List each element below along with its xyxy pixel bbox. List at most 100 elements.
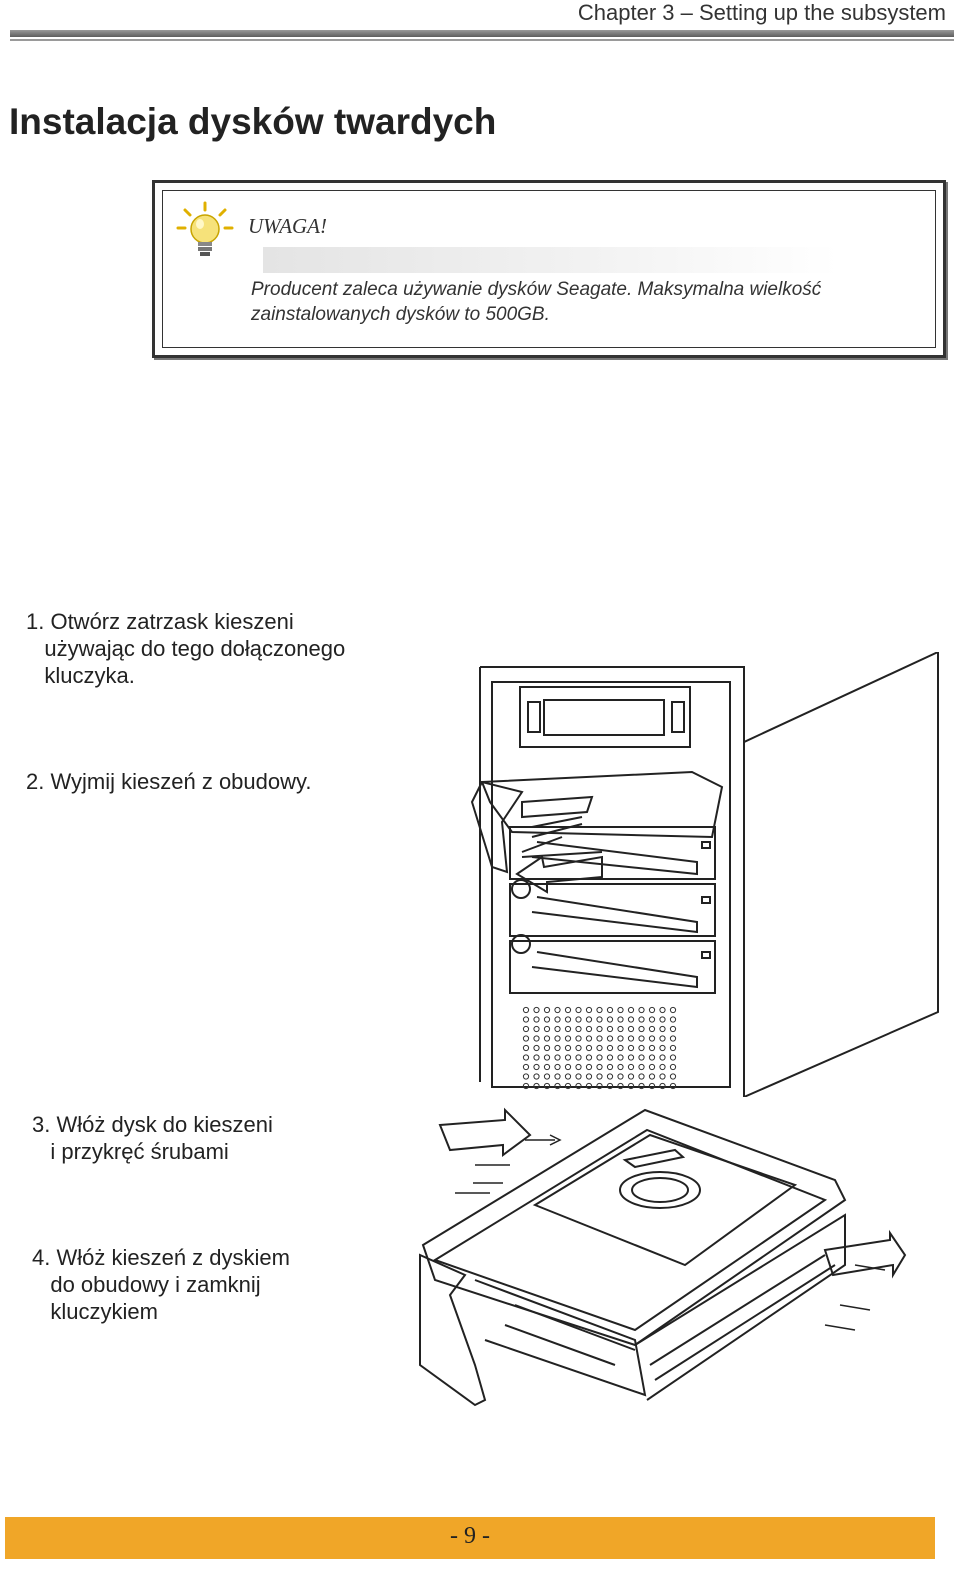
drive-tray-illustration <box>419 1107 907 1407</box>
step-4-text: 4. Włóż kieszeń z dyskiem do obudowy i z… <box>32 1245 290 1324</box>
vent-hole <box>522 1044 530 1052</box>
vent-hole <box>617 1044 624 1052</box>
vent-hole <box>669 1006 677 1014</box>
vent-hole <box>627 1016 635 1023</box>
vent-hole <box>564 1044 572 1052</box>
vent-hole <box>627 1035 635 1042</box>
vent-hole <box>638 1082 645 1090</box>
vent-hole <box>533 1054 540 1061</box>
vent-hole <box>585 1016 593 1023</box>
page-footer: - 9 - <box>5 1517 935 1559</box>
vent-hole <box>638 1016 645 1023</box>
chapter-title: Chapter 3 – Setting up the subsystem <box>577 0 946 25</box>
enclosure-illustration <box>470 652 939 1097</box>
vent-hole <box>617 1073 624 1080</box>
vent-hole <box>543 1063 551 1071</box>
vent-hole <box>627 1006 635 1014</box>
vent-hole <box>596 1063 603 1071</box>
vent-hole <box>606 1063 614 1071</box>
vent-hole <box>564 1073 572 1080</box>
vent-hole <box>564 1035 572 1042</box>
vent-hole <box>627 1063 635 1071</box>
page-title: Instalacja dysków twardych <box>9 101 497 142</box>
vent-hole <box>575 1025 582 1033</box>
vent-hole <box>606 1016 614 1023</box>
vent-hole <box>585 1073 593 1080</box>
vent-hole <box>648 1035 656 1042</box>
vent-hole <box>522 1082 530 1090</box>
vent-hole <box>585 1025 593 1033</box>
vent-hole <box>533 1006 540 1014</box>
vent-hole <box>533 1044 540 1052</box>
vent-hole <box>554 1073 561 1080</box>
vent-hole <box>564 1016 572 1023</box>
vent-hole <box>606 1054 614 1061</box>
vent-hole <box>638 1044 645 1052</box>
vent-hole <box>543 1054 551 1061</box>
vent-hole <box>585 1035 593 1042</box>
vent-hole <box>659 1044 666 1052</box>
vent-hole <box>596 1006 603 1014</box>
vent-hole <box>606 1082 614 1090</box>
vent-hole <box>627 1082 635 1090</box>
vent-hole <box>522 1073 530 1080</box>
vent-hole <box>575 1006 582 1014</box>
vent-hole <box>543 1016 551 1023</box>
vent-grille <box>522 1006 677 1090</box>
vent-hole <box>533 1016 540 1023</box>
vent-hole <box>669 1035 677 1042</box>
vent-hole <box>596 1016 603 1023</box>
vent-hole <box>522 1035 530 1042</box>
step-1-text: 1. Otwórz zatrzask kieszeni używając do … <box>26 609 346 688</box>
vent-hole <box>617 1016 624 1023</box>
vent-hole <box>617 1063 624 1071</box>
vent-hole <box>669 1073 677 1080</box>
vent-hole <box>554 1006 561 1014</box>
vent-hole <box>554 1063 561 1071</box>
vent-hole <box>585 1063 593 1071</box>
vent-hole <box>617 1035 624 1042</box>
vent-hole <box>669 1044 677 1052</box>
step-2-text: 2. Wyjmij kieszeń z obudowy. <box>26 769 312 794</box>
vent-hole <box>575 1073 582 1080</box>
vent-hole <box>554 1016 561 1023</box>
vent-hole <box>669 1082 677 1090</box>
vent-hole <box>522 1063 530 1071</box>
vent-hole <box>648 1006 656 1014</box>
vent-hole <box>543 1006 551 1014</box>
vent-hole <box>543 1044 551 1052</box>
vent-hole <box>659 1006 666 1014</box>
note-band <box>263 247 838 273</box>
vent-hole <box>659 1025 666 1033</box>
vent-hole <box>596 1025 603 1033</box>
vent-hole <box>659 1035 666 1042</box>
vent-hole <box>638 1063 645 1071</box>
vent-hole <box>659 1082 666 1090</box>
vent-hole <box>564 1082 572 1090</box>
vent-hole <box>648 1054 656 1061</box>
header-rule-thin <box>10 39 954 41</box>
vent-hole <box>533 1073 540 1080</box>
vent-hole <box>533 1082 540 1090</box>
step-3-text: 3. Włóż dysk do kieszeni i przykręć śrub… <box>32 1112 273 1164</box>
vent-hole <box>648 1025 656 1033</box>
vent-hole <box>606 1035 614 1042</box>
vent-hole <box>606 1073 614 1080</box>
vent-hole <box>659 1054 666 1061</box>
vent-hole <box>659 1073 666 1080</box>
vent-hole <box>648 1063 656 1071</box>
vent-hole <box>564 1006 572 1014</box>
vent-hole <box>585 1054 593 1061</box>
vent-hole <box>659 1063 666 1071</box>
vent-hole <box>617 1025 624 1033</box>
lightbulb-icon <box>176 201 234 256</box>
vent-hole <box>638 1025 645 1033</box>
vent-hole <box>669 1063 677 1071</box>
page-number: - 9 - <box>450 1523 490 1549</box>
vent-hole <box>596 1073 603 1080</box>
vent-hole <box>648 1044 656 1052</box>
vent-hole <box>669 1025 677 1033</box>
vent-hole <box>575 1054 582 1061</box>
vent-hole <box>627 1025 635 1033</box>
vent-hole <box>554 1025 561 1033</box>
